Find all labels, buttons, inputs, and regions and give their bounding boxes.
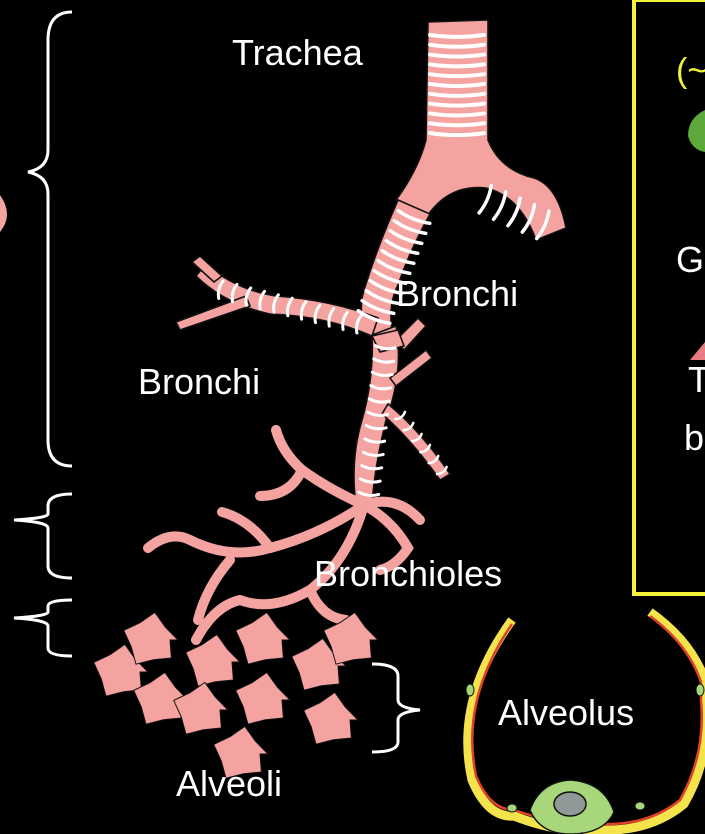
trachea-ring (430, 94, 484, 96)
inset-fragment-lower: T (688, 359, 705, 400)
alveoli-brace (14, 600, 72, 656)
trachea-ring (430, 133, 484, 135)
trachea-ring (430, 55, 484, 57)
bronchioles-tree (148, 430, 420, 640)
alveoli-cluster (304, 692, 358, 744)
trachea-ring (430, 74, 484, 76)
alveoli-clusters (94, 612, 378, 778)
trachea-ring (430, 84, 484, 86)
cell-nucleus-bottom-right (635, 802, 645, 810)
trachea-label: Trachea (232, 32, 364, 73)
bronchiole-branch (276, 430, 302, 470)
right-bronchus-ring (479, 185, 491, 212)
trachea-ring (430, 123, 484, 125)
trachea-ring (430, 113, 484, 115)
bronchioles-brace (14, 494, 72, 578)
alveoli-cluster (236, 672, 290, 724)
right-bronchus-ring (494, 192, 506, 219)
cell-nucleus-bottom-left (507, 804, 517, 812)
bronchiole-branch (310, 590, 346, 620)
airway-tree (176, 20, 566, 506)
trachea-ring (430, 104, 484, 106)
inset-fragment-bottom: b (684, 417, 704, 458)
conducting-zone-brace (28, 12, 72, 466)
alveoli-cluster (236, 612, 290, 664)
alveolus-label: Alveolus (498, 692, 634, 733)
bronchioles-label: Bronchioles (314, 553, 502, 594)
bronchiole-branch (260, 470, 364, 505)
alveoli-right-brace (372, 664, 420, 752)
cell-nucleus-left (466, 684, 474, 696)
cell-nucleus-right (696, 684, 704, 696)
trachea-ring (430, 64, 484, 66)
alveoli-cluster (174, 682, 228, 734)
bronchi-right-label: Bronchi (396, 273, 518, 314)
alveoli-label: Alveoli (176, 763, 282, 804)
trachea-ring (430, 35, 484, 37)
left-edge-shape (0, 195, 7, 232)
left-bronchus-tube (196, 264, 378, 336)
trachea-ring (430, 45, 484, 47)
type-ii-nucleus (554, 792, 586, 816)
bronchiole-branch (222, 512, 270, 548)
bronchi-left-label: Bronchi (138, 361, 260, 402)
inset-fragment-middle: G (676, 239, 704, 280)
inset-fragment-top: (~ (676, 52, 705, 90)
